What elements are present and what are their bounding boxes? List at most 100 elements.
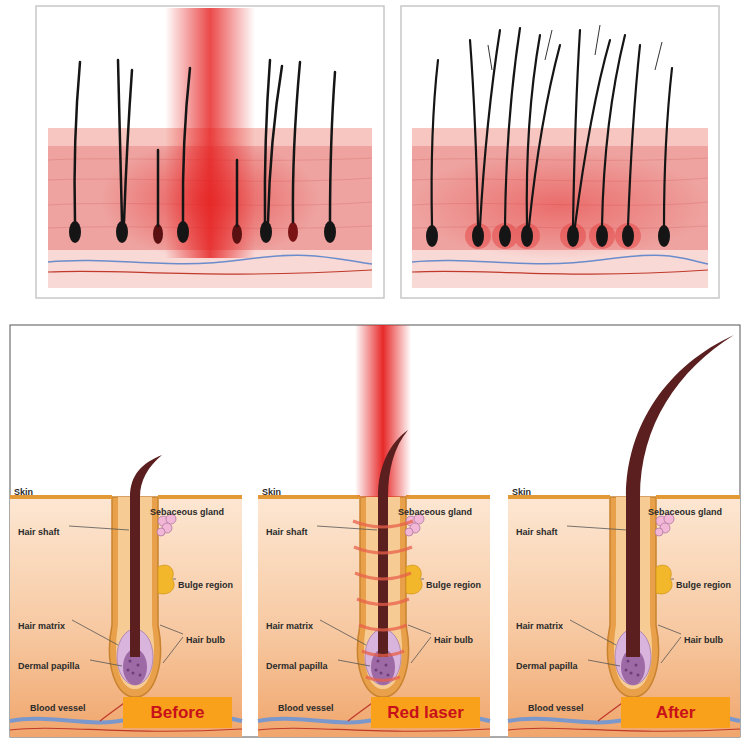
scalp-after-illustration [529,45,560,226]
part-label: Dermal papilla [516,661,578,671]
scalp-after-illustration [575,40,610,226]
scalp-after-illustration [596,225,608,247]
scalp-before-illustration [260,221,272,243]
label-anchor: Sebaceous gland [398,501,472,519]
part-label: Hair bulb [186,635,225,645]
scalp-before-illustration [75,60,335,226]
laser-wave [354,547,412,553]
part-label: Sebaceous gland [398,507,472,517]
before-panel [10,497,242,737]
part-label: Sebaceous gland [648,507,722,517]
scalp-after-illustration [401,6,719,298]
scalp-after-illustration [412,128,708,146]
part-label: Hair bulb [434,635,473,645]
label-anchor: Bulge region [426,574,481,592]
after-panel [508,335,740,737]
scalp-after-illustration [655,42,662,70]
scalp-before-illustration [324,221,336,243]
scalp-after-illustration [622,225,634,247]
scalp-before-illustration [124,70,132,222]
part-label: Blood vessel [528,703,584,713]
scalp-after-illustration [470,40,478,226]
stage-tag-text: Before [151,703,205,723]
label-anchor: Hair matrix [516,615,563,633]
part-label: Sebaceous gland [150,507,224,517]
scalp-before-illustration [288,222,298,242]
scalp-after-illustration [664,68,672,226]
scalp-before-illustration [69,221,81,243]
part-label: Bulge region [426,580,481,590]
part-label: Hair matrix [516,621,563,631]
scalp-after-illustration [545,30,552,60]
label-anchor: Blood vessel [278,697,334,715]
part-label: Hair bulb [684,635,723,645]
scalp-after-illustration [658,225,670,247]
scalp-before-illustration [236,160,239,226]
scalp-after-illustration [472,225,484,247]
stage-tag-text: After [656,703,696,723]
label-anchor: Bulge region [178,574,233,592]
scalp-before-illustration [75,62,80,222]
scalp-before-illustration [157,150,160,226]
part-label: Skin [14,487,33,497]
stage-tag: After [621,697,730,728]
laser-wave [355,573,411,579]
label-anchor: Skin [512,481,531,499]
scalp-before-illustration [116,221,128,243]
label-anchor: Hair matrix [18,615,65,633]
scalp-before-illustration [165,8,255,258]
label-anchor: Dermal papilla [266,655,328,673]
scalp-after-illustration [527,35,540,226]
laser-wave [353,521,413,681]
scalp-after-illustration [602,35,625,226]
part-label: Dermal papilla [266,661,328,671]
label-anchor: Hair shaft [266,521,308,539]
scalp-after-illustration [432,28,672,226]
label-anchor: Hair bulb [186,629,225,647]
part-label: Skin [262,487,281,497]
scalp-after-illustration [505,28,520,226]
label-anchor: Sebaceous gland [648,501,722,519]
label-anchor: Skin [14,481,33,499]
laser-panel [258,497,490,737]
scalp-after-illustration [567,225,579,247]
laser-wave [353,521,413,527]
laser-panel [258,325,490,737]
part-label: Bulge region [676,580,731,590]
laser-wave [359,625,407,630]
scalp-before-illustration [268,66,282,222]
scalp-after-illustration [628,45,640,226]
part-label: Hair shaft [266,527,308,537]
laser-wave [362,651,404,656]
scalp-before-illustration [183,68,190,222]
part-label: Hair shaft [18,527,60,537]
scalp-after-illustration [412,270,708,274]
label-anchor: Blood vessel [528,697,584,715]
label-anchor: Hair bulb [434,629,473,647]
part-label: Hair shaft [516,527,558,537]
scalp-after-illustration [488,25,662,70]
label-anchor: Sebaceous gland [150,501,224,519]
scalp-before-illustration [36,6,384,298]
label-anchor: Hair matrix [266,615,313,633]
before-panel [10,455,242,737]
label-anchor: Blood vessel [30,697,86,715]
label-anchor: Dermal papilla [18,655,80,673]
after-panel [508,497,740,737]
scalp-before-illustration [48,270,372,274]
scalp-after-illustration [432,60,438,226]
stage-tag: Before [123,697,232,728]
label-anchor: Bulge region [676,574,731,592]
hair-shaft [626,335,734,657]
scalp-after-illustration [499,225,511,247]
part-label: Blood vessel [30,703,86,713]
panel-frame [10,325,740,737]
hair-shaft [130,455,162,657]
label-anchor: Hair bulb [684,629,723,647]
stage-tag-text: Red laser [387,703,464,723]
stage-tag: Red laser [371,697,480,728]
